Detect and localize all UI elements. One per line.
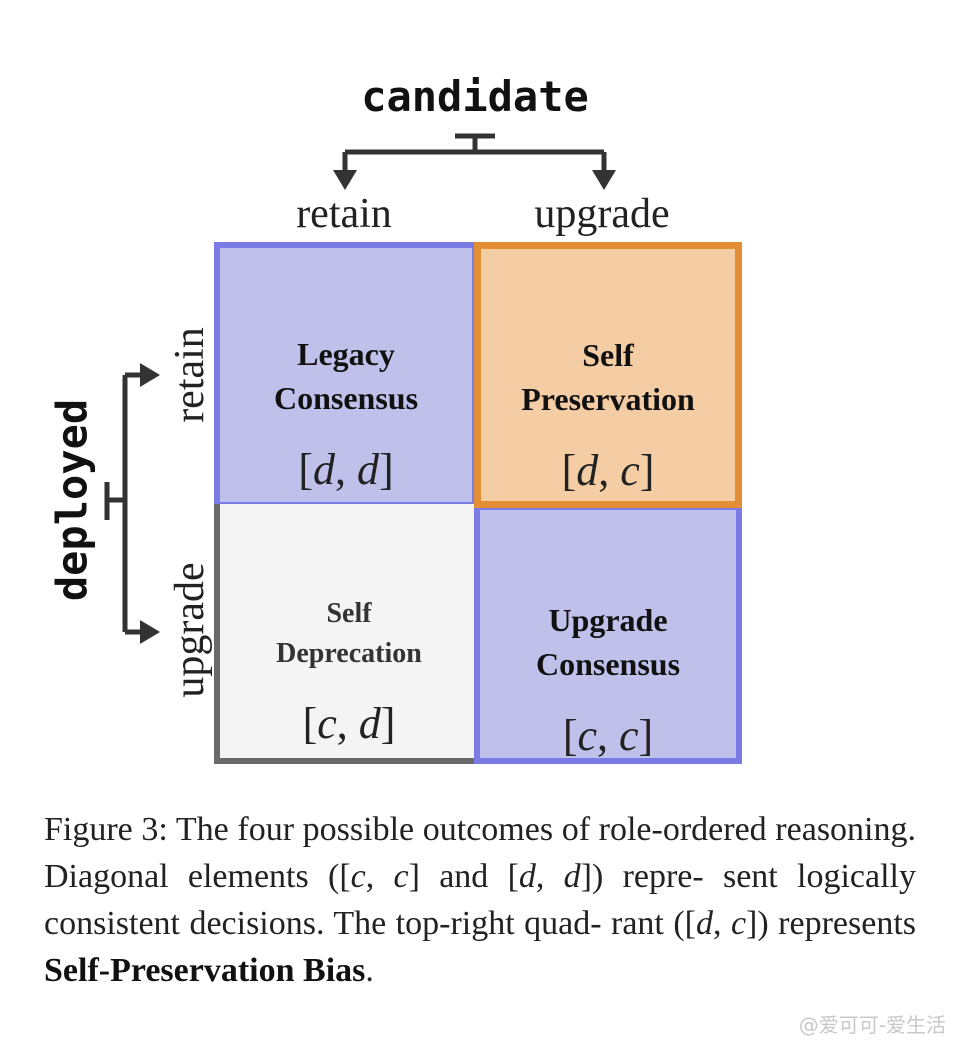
- figure-caption: Figure 3: The four possible outcomes of …: [44, 811, 916, 989]
- caption-bold-term: Self-Preservation Bias: [44, 952, 366, 989]
- row-header-upgrade: upgrade: [167, 562, 213, 698]
- cell-vector: [c, c]: [562, 711, 654, 760]
- row-header-retain: retain: [167, 327, 213, 423]
- arrow-down-left: [333, 170, 357, 190]
- deployed-axis-title: deployed: [47, 398, 97, 602]
- watermark: @爱可可-爱生活: [798, 1013, 946, 1037]
- cell-vector: [d, d]: [298, 445, 394, 494]
- candidate-axis-title: candidate: [361, 72, 589, 121]
- arrow-right-bottom: [140, 620, 160, 644]
- arrow-down-right: [592, 170, 616, 190]
- column-header-retain: retain: [296, 191, 392, 237]
- top-bracket: [342, 133, 607, 175]
- arrow-right-top: [140, 363, 160, 387]
- column-header-upgrade: upgrade: [534, 191, 670, 237]
- caption-label: Figure 3:: [44, 811, 168, 848]
- left-bracket: [104, 372, 145, 635]
- cell-vector: [c, d]: [302, 699, 396, 748]
- cell-vector: [d, c]: [561, 446, 655, 495]
